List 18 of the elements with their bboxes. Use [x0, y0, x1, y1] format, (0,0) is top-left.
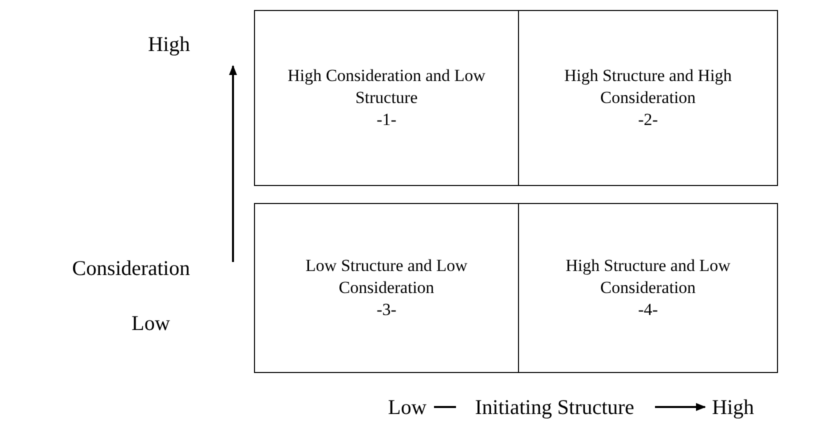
quadrant-title: High Structure and Low Consideration: [564, 255, 732, 299]
axis-label: Low: [388, 395, 426, 419]
quadrant-number: -1-: [376, 109, 398, 131]
axis-title: Initiating Structure: [475, 395, 634, 419]
quadrant-box: [518, 10, 778, 186]
quadrant-title: High Structure and High Consideration: [563, 65, 733, 109]
quadrant-title: Low Structure and Low Consideration: [304, 255, 468, 299]
axis-label: High: [712, 395, 754, 419]
quadrant-box: [518, 203, 778, 373]
quadrant-box: [254, 203, 519, 373]
quadrant-number: -2-: [637, 109, 659, 131]
axis-label: Low: [132, 311, 170, 335]
axis-title: Consideration: [72, 256, 190, 280]
quadrant-number: -3-: [376, 299, 398, 321]
axis-label: High: [148, 32, 190, 56]
quadrant-number: -4-: [637, 299, 659, 321]
quadrant-box: [254, 10, 519, 186]
quadrant-title: High Consideration and Low Structure: [286, 65, 486, 109]
